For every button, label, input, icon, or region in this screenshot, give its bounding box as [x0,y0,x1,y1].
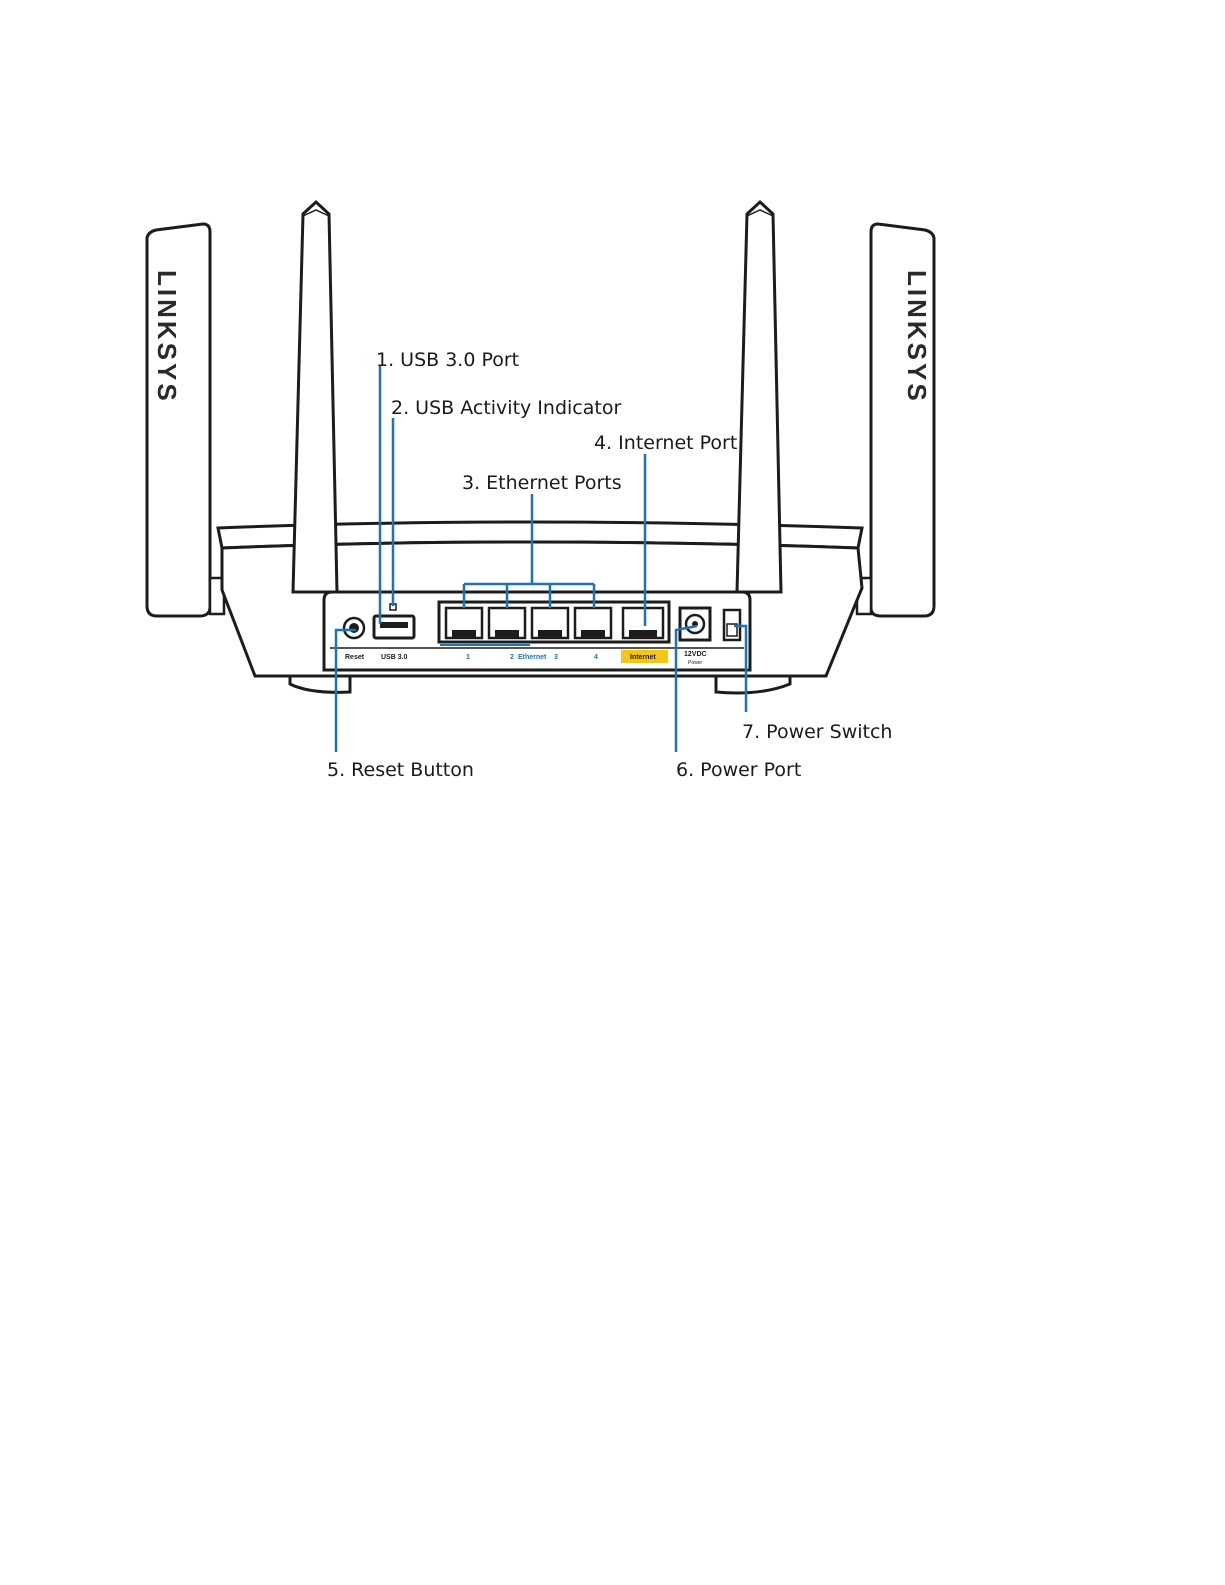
right-antenna-logo: LINKSYS [902,270,932,404]
internet-port [623,608,663,638]
panel-label-eth-1: 1 [466,654,470,661]
panel-label-usb: USB 3.0 [381,654,408,661]
panel-label-internet: Internet [630,654,656,661]
ethernet-port-3 [532,608,568,638]
ethernet-port-4 [575,608,611,638]
panel-label-eth-2: 2 [510,654,514,661]
reset-button [344,618,364,638]
callout-ethernet-ports: 3. Ethernet Ports [462,472,622,494]
right-center-antenna [737,202,781,592]
callout-power-port: 6. Power Port [676,759,801,781]
callout-reset-button: 5. Reset Button [327,759,474,781]
panel-label-eth-3: 3 [554,654,558,661]
ethernet-ports-block [439,602,669,642]
right-outer-antenna: LINKSYS [857,224,934,616]
callout-usb-activity: 2. USB Activity Indicator [391,397,621,419]
left-outer-antenna: LINKSYS [147,224,224,616]
callout-internet-port: 4. Internet Port [594,432,737,454]
ethernet-port-2 [489,608,525,638]
panel-label-eth-4: 4 [594,654,598,661]
power-port [680,608,710,640]
left-antenna-logo: LINKSYS [152,270,182,404]
callout-power-switch: 7. Power Switch [742,721,892,743]
panel-label-power-word: Power [688,660,703,666]
ethernet-port-1 [446,608,482,638]
panel-label-ethernet: Ethernet [518,654,547,661]
callout-usb-port: 1. USB 3.0 Port [376,349,519,371]
left-center-antenna [293,202,337,592]
panel-label-power-voltage: 12VDC [684,651,707,658]
panel-label-reset: Reset [345,654,365,661]
